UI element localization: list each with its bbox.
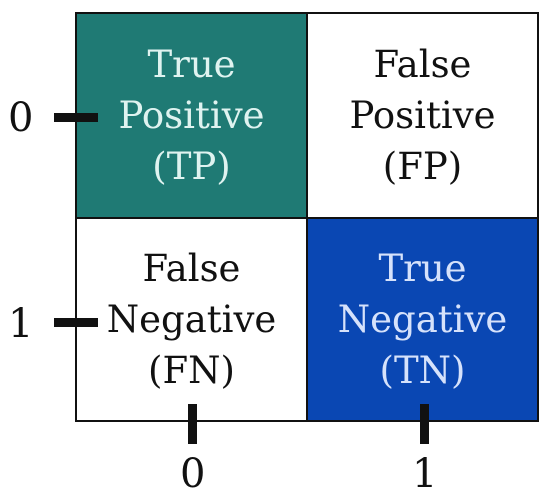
confusion-matrix: True Positive (TP) False Positive (FP) F… [75,12,539,422]
cell-line: Negative [337,298,508,341]
x-tick-label-0: 0 [180,451,206,497]
y-tick-label-0: 0 [8,95,34,141]
cell-line: (FN) [148,349,235,392]
cell-false-negative: False Negative (FN) [77,219,308,420]
cell-line: True [147,43,236,86]
y-tick-mark-1 [54,318,98,327]
cell-line: (FP) [382,145,463,188]
cell-false-positive: False Positive (FP) [308,14,537,219]
cell-line: Positive [118,94,265,137]
cell-line: Positive [349,94,496,137]
y-tick-mark-0 [54,113,98,122]
cell-line: (TN) [379,349,466,392]
cell-line: (TP) [152,145,231,188]
cell-line: False [373,43,472,86]
cell-true-negative: True Negative (TN) [308,219,537,420]
cell-line: Negative [106,298,277,341]
cell-line: False [142,247,241,290]
cell-true-positive: True Positive (TP) [77,14,308,219]
x-tick-mark-0 [188,404,197,444]
x-tick-label-1: 1 [412,451,438,497]
x-tick-mark-1 [420,404,429,444]
y-tick-label-1: 1 [8,301,34,347]
cell-line: True [378,247,467,290]
